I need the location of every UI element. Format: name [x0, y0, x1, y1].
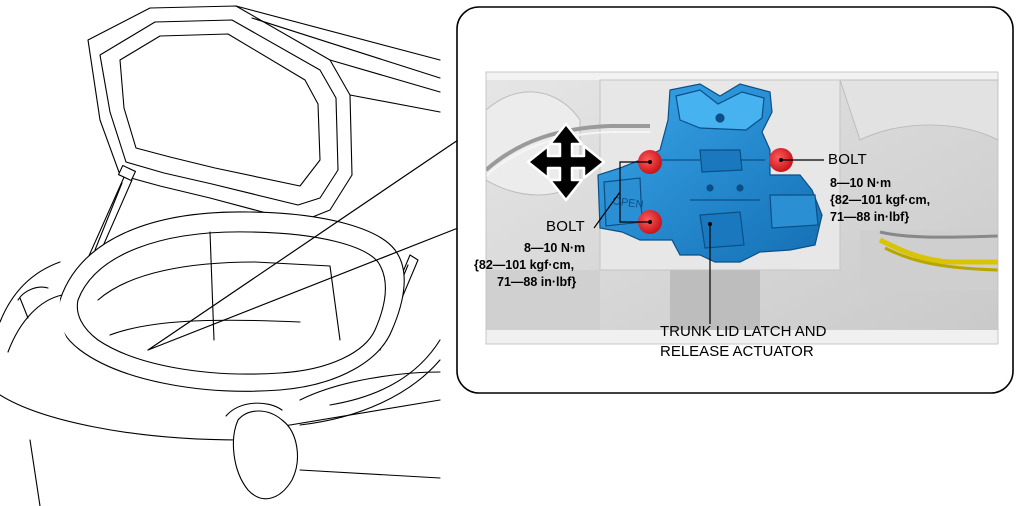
bolt-left-title: BOLT	[546, 218, 585, 235]
bolt-left-torque-kgfcm: {82—101 kgf·cm,	[474, 258, 575, 272]
component-label-line2: RELEASE ACTUATOR	[660, 343, 814, 360]
four-way-arrow-icon	[526, 122, 606, 202]
car-rear-illustration	[0, 5, 459, 506]
trunk-opening-rim	[57, 211, 405, 392]
bolt-left-torque-nm: 8—10 N·m	[524, 241, 586, 255]
rear-body-outline	[0, 262, 440, 506]
latch-photo: OPEN	[486, 72, 998, 344]
bolt-left-torque-inlbf: 71—88 in·lbf}	[497, 275, 577, 289]
callout-leader-lines	[593, 159, 824, 324]
wire-harness	[878, 237, 998, 265]
component-label-line1: TRUNK LID LATCH AND	[660, 323, 827, 340]
bolt-right-torque-nm: 8—10 N·m	[830, 176, 892, 190]
detail-leader	[147, 139, 459, 351]
tail-light	[232, 410, 298, 500]
trunk-lid-inner-panel	[99, 19, 339, 206]
bolt-right-title: BOLT	[828, 151, 867, 168]
bolt-right-torque-kgfcm: {82—101 kgf·cm,	[830, 193, 931, 207]
bolt-right-torque-inlbf: 71—88 in·lbf}	[830, 210, 910, 224]
